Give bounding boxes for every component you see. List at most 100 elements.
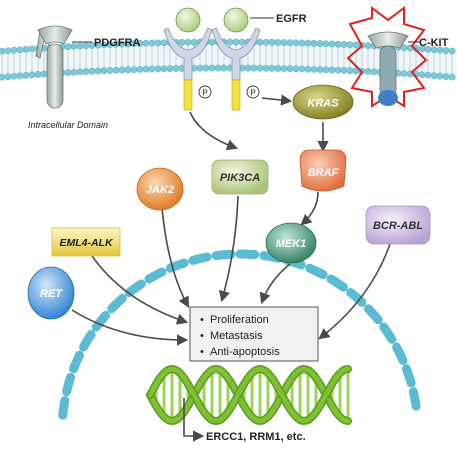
lipid-head <box>310 39 318 47</box>
nuclear-envelope-segment <box>188 252 212 265</box>
phosphate-marker: P <box>198 85 212 99</box>
nuclear-envelope-segment <box>165 258 189 273</box>
lipid-head <box>136 65 144 73</box>
arrow-jak2-to-outcomes <box>161 207 190 308</box>
lipid-head <box>118 66 126 74</box>
pdgfra-receptor <box>35 25 73 109</box>
lipid-head <box>244 64 252 72</box>
arrow-egfr-to-kras <box>261 94 293 106</box>
ckit-label: C-KIT <box>419 37 449 49</box>
lipid-head <box>22 45 30 53</box>
outcome-bullet: • <box>200 346 204 358</box>
braf-node: BRAF <box>299 149 347 192</box>
lipid-head <box>364 68 372 75</box>
lipid-head <box>124 66 132 74</box>
arrow-mek1-to-outcomes <box>259 263 291 305</box>
lipid-head <box>328 66 336 74</box>
lipid-head <box>256 38 264 46</box>
nuclear-envelope-segment <box>69 350 84 374</box>
lipid-head <box>16 72 24 80</box>
outcome-item: Proliferation <box>210 314 269 326</box>
lipid-head <box>142 65 150 73</box>
lipid-head <box>130 66 138 73</box>
nuclear-envelope-segment <box>107 293 127 314</box>
lipid-head <box>94 67 102 75</box>
lipid-head <box>100 67 108 75</box>
lipid-head <box>10 72 18 80</box>
nuclear-envelope-segment <box>305 263 328 280</box>
lipid-head <box>0 47 6 55</box>
nuclear-envelope-segment <box>124 279 146 298</box>
lipid-head <box>274 65 282 72</box>
phosphate-marker: P <box>246 85 260 99</box>
arrow-dna-to-caption <box>183 398 205 442</box>
lipid-head <box>298 39 306 47</box>
lipid-head <box>364 42 372 49</box>
svg-text:P: P <box>202 89 207 98</box>
lipid-head <box>322 40 330 48</box>
nuclear-envelope-segment <box>408 387 421 411</box>
lipid-head <box>448 47 456 55</box>
nuclear-envelope-segment <box>235 249 260 260</box>
bcrabl-node: BCR-ABL <box>365 205 431 245</box>
lipid-head <box>262 64 270 72</box>
arrow-ret-to-outcomes <box>71 309 189 346</box>
lipid-head <box>4 73 12 81</box>
nuclear-envelope-segment <box>379 322 397 344</box>
lipid-head <box>328 40 336 48</box>
lipid-head <box>160 65 168 73</box>
lipid-head <box>286 65 294 73</box>
bcrabl-label: BCR-ABL <box>373 220 423 232</box>
lipid-head <box>340 67 348 74</box>
lipid-head <box>418 71 426 79</box>
lipid-head <box>334 66 342 74</box>
kras-label: KRAS <box>307 98 339 110</box>
lipid-head <box>436 72 444 80</box>
nuclear-envelope-segment <box>79 329 96 352</box>
outcome-bullet: • <box>200 314 204 326</box>
lipid-head <box>154 65 162 73</box>
svg-text:P: P <box>250 89 255 98</box>
lipid-head <box>148 39 156 47</box>
eml4alk-node: EML4-ALK <box>51 227 121 257</box>
dna-strand-highlight <box>147 366 351 424</box>
nuclear-envelope-segment <box>62 372 76 397</box>
lipid-head <box>286 39 294 47</box>
lipid-head <box>88 67 96 75</box>
lipid-head <box>334 40 342 48</box>
ckit-receptor <box>346 6 428 108</box>
nuclear-envelope-segment <box>326 274 348 292</box>
lipid-head <box>172 65 180 72</box>
arrow-bcrabl-to-outcomes <box>318 243 391 340</box>
nuclear-envelope-segment <box>346 288 367 307</box>
lipid-head <box>250 64 258 72</box>
eml4alk-label: EML4-ALK <box>59 237 113 249</box>
lipid-head <box>64 69 72 77</box>
arrow-pik3ca-to-outcomes <box>219 195 239 303</box>
lipid-head <box>340 41 348 48</box>
dna-caption: ERCC1, RRM1, etc. <box>206 431 306 443</box>
warning-marker-icon <box>346 6 428 108</box>
lipid-head <box>346 67 354 75</box>
egfr-label: EGFR <box>276 13 307 25</box>
lipid-head <box>208 64 216 72</box>
lipid-head <box>40 70 48 78</box>
lipid-head <box>112 66 120 74</box>
lipid-head <box>442 73 450 80</box>
lipid-head <box>22 71 30 79</box>
lipid-head <box>238 38 246 46</box>
lipid-head <box>274 39 282 46</box>
lipid-head <box>280 39 288 46</box>
lipid-head <box>322 66 330 74</box>
ret-node: RET <box>27 266 75 320</box>
lipid-head <box>268 38 276 46</box>
outcome-item: Metastasis <box>210 330 263 342</box>
lipid-head <box>148 65 156 73</box>
lipid-head <box>346 41 354 49</box>
nuclear-envelope-segment <box>211 249 236 261</box>
pik3ca-node: PIK3CA <box>211 159 269 195</box>
outcomes-box: • Proliferation • Metastasis • Anti-apop… <box>189 306 319 362</box>
jak2-node: JAK2 <box>136 167 184 211</box>
lipid-head <box>16 46 24 54</box>
dna-strand-highlight <box>147 366 351 424</box>
